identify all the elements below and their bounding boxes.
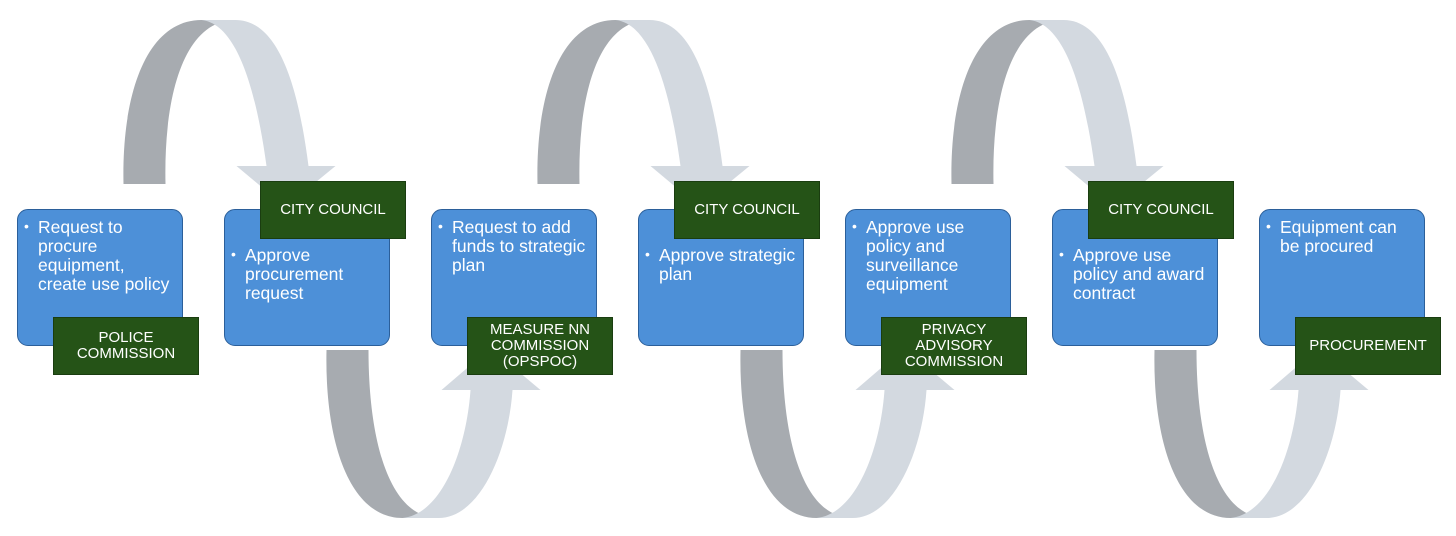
connector-arrow-5-back: [951, 20, 1064, 184]
step-3-actor-label: MEASURE NN COMMISSION (OPSPOC): [467, 317, 613, 375]
step-5-actor-label: PRIVACY ADVISORY COMMISSION: [881, 317, 1027, 375]
step-7-actor-label: PROCUREMENT: [1295, 317, 1441, 375]
connector-arrow-5-front: [1029, 20, 1137, 166]
connector-arrow-2-front: [402, 390, 513, 518]
step-1-actor-label: POLICE COMMISSION: [53, 317, 199, 375]
step-7-text: Equipment can be procured: [1266, 217, 1418, 256]
step-2-text: Approve procurement request: [231, 245, 383, 303]
connector-arrow-1-back: [123, 20, 236, 184]
step-3-text: Request to add funds to strategic plan: [438, 217, 590, 275]
step-4-actor-label: CITY COUNCIL: [674, 181, 820, 239]
step-5-text: Approve use policy and surveillance equi…: [852, 217, 1004, 294]
connector-arrow-3-front: [615, 20, 723, 166]
step-6-text: Approve use policy and award contract: [1059, 245, 1211, 303]
step-4-text: Approve strategic plan: [645, 245, 797, 284]
connector-arrow-2-back: [326, 350, 439, 518]
step-1-text: Request to procure equipment, create use…: [24, 217, 176, 294]
connector-arrow-6-back: [1154, 350, 1267, 518]
connector-arrow-1-front: [201, 20, 309, 166]
connector-arrow-3-back: [537, 20, 650, 184]
step-6-actor-label: CITY COUNCIL: [1088, 181, 1234, 239]
connector-arrow-6-front: [1230, 390, 1341, 518]
step-2-actor-label: CITY COUNCIL: [260, 181, 406, 239]
connector-arrow-4-back: [740, 350, 853, 518]
connector-arrow-4-front: [816, 390, 927, 518]
